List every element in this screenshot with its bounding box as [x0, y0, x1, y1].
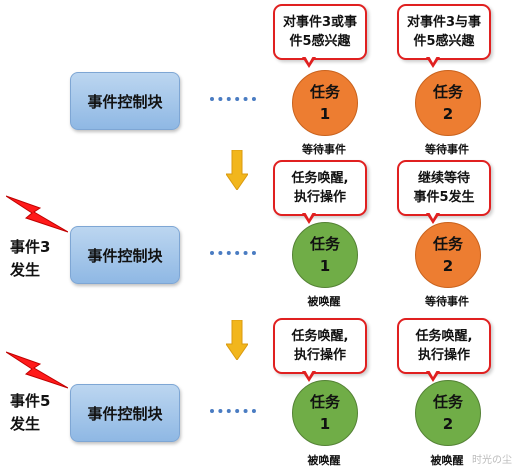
task-2-circle-row3: 任务 2 — [415, 380, 481, 446]
event-control-block-3: 事件控制块 — [70, 384, 180, 442]
task-name: 任务 — [309, 235, 340, 253]
event-control-block-1: 事件控制块 — [70, 72, 180, 130]
event-control-block-label: 事件控制块 — [87, 246, 163, 265]
bubble-tail-inner — [429, 212, 437, 219]
bubble-text-line: 对事件3或事 — [282, 15, 358, 30]
task-number: 2 — [442, 257, 454, 275]
bubble-text-line: 执行操作 — [293, 190, 346, 205]
event-control-block-label: 事件控制块 — [87, 92, 163, 111]
event-label-line: 发生 — [10, 415, 41, 433]
speech-bubble-task2-row1: 对事件3与事 件5感兴趣 — [397, 4, 491, 60]
bubble-tail-inner — [429, 56, 437, 63]
down-arrow-icon — [226, 150, 248, 190]
bubble-text-line: 任务唤醒, — [291, 171, 349, 186]
task-number: 1 — [319, 415, 331, 433]
bubble-text-line: 执行操作 — [293, 348, 346, 363]
task-2-caption-row3: 被唤醒 — [430, 454, 464, 467]
bubble-tail-inner — [305, 56, 313, 63]
bubble-text-line: 任务唤醒, — [291, 329, 349, 344]
task-2-circle-row1: 任务 2 — [415, 70, 481, 136]
bubble-text-line: 件5感兴趣 — [289, 34, 351, 49]
task-1-caption-row1: 等待事件 — [302, 143, 346, 156]
bubble-tail-inner — [305, 370, 313, 377]
connector-dots-1 — [210, 97, 256, 101]
task-name: 任务 — [309, 83, 340, 101]
task-1-circle-row1: 任务 1 — [292, 70, 358, 136]
task-number: 2 — [442, 105, 454, 123]
event-label-line: 发生 — [10, 261, 41, 279]
connector-dots-3 — [210, 409, 256, 413]
task-1-circle-row3: 任务 1 — [292, 380, 358, 446]
watermark: 时光の尘 — [472, 455, 512, 466]
down-arrow-icon — [226, 320, 248, 360]
task-2-circle-row2: 任务 2 — [415, 222, 481, 288]
lightning-icon — [6, 351, 68, 389]
task-name: 任务 — [432, 235, 463, 253]
event-5-label: 事件5 发生 — [10, 390, 70, 436]
speech-bubble-task1-row1: 对事件3或事 件5感兴趣 — [273, 4, 367, 60]
task-name: 任务 — [432, 83, 463, 101]
task-number: 1 — [319, 105, 331, 123]
task-1-circle-row2: 任务 1 — [292, 222, 358, 288]
event-3-label: 事件3 发生 — [10, 236, 70, 282]
bubble-text-line: 件5感兴趣 — [413, 34, 475, 49]
task-number: 2 — [442, 415, 454, 433]
event-label-line: 事件3 — [10, 238, 51, 256]
task-1-caption-row2: 被唤醒 — [307, 295, 341, 308]
bubble-tail-inner — [429, 370, 437, 377]
task-number: 1 — [319, 257, 331, 275]
task-name: 任务 — [309, 393, 340, 411]
speech-bubble-task1-row3: 任务唤醒, 执行操作 — [273, 318, 367, 374]
task-2-caption-row2: 等待事件 — [425, 295, 469, 308]
bubble-text-line: 任务唤醒, — [415, 329, 473, 344]
lightning-icon — [6, 195, 68, 233]
speech-bubble-task1-row2: 任务唤醒, 执行操作 — [273, 160, 367, 216]
bubble-text-line: 事件5发生 — [413, 190, 475, 205]
event-control-block-label: 事件控制块 — [87, 404, 163, 423]
speech-bubble-task2-row2: 继续等待 事件5发生 — [397, 160, 491, 216]
bubble-text-line: 对事件3与事 — [406, 15, 482, 30]
bubble-text-line: 执行操作 — [417, 348, 470, 363]
task-name: 任务 — [432, 393, 463, 411]
speech-bubble-task2-row3: 任务唤醒, 执行操作 — [397, 318, 491, 374]
task-2-caption-row1: 等待事件 — [425, 143, 469, 156]
event-label-line: 事件5 — [10, 392, 51, 410]
bubble-text-line: 继续等待 — [417, 171, 470, 186]
task-1-caption-row3: 被唤醒 — [307, 454, 341, 467]
bubble-tail-inner — [305, 212, 313, 219]
event-control-block-2: 事件控制块 — [70, 226, 180, 284]
connector-dots-2 — [210, 251, 256, 255]
